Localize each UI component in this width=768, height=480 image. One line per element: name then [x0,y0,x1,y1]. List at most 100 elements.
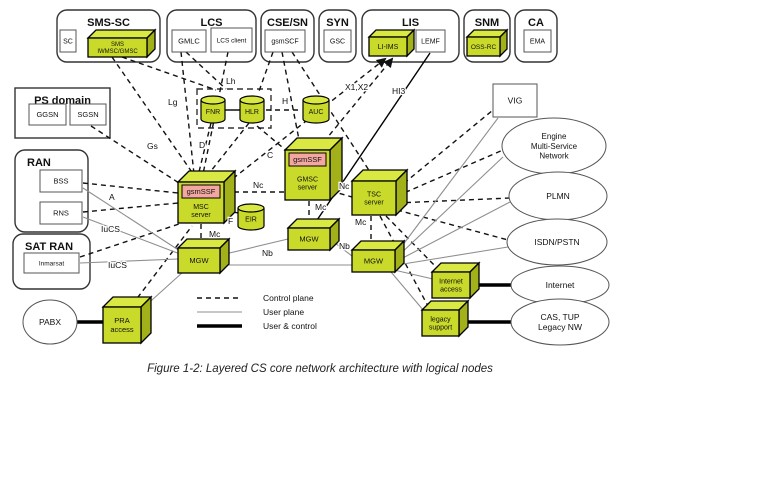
node-label: MGW [364,257,384,266]
node-label: AUC [309,109,324,116]
edge-tsc-server-to-plmn [396,197,511,204]
li-ims-front [368,36,408,57]
edge-fnr-to-msc-server [197,122,212,177]
edge-mgw-right-to-vig [395,117,499,255]
edge-mgw-right-to-legacy-support [390,271,425,312]
node-label: SMS [111,42,124,48]
node-label: BSS [53,177,68,186]
ggsn-box [28,103,67,126]
interface-label-h: H [282,96,288,106]
node-lemf: LEMF [415,29,446,53]
interface-label-c: C [267,150,273,160]
figure-caption: Figure 1-2: Layered CS core network arch… [147,363,493,375]
node-label: VIG [508,95,523,105]
node-oss-rc: OSS-RC [465,28,509,58]
interface-label-a: A [109,192,115,202]
edge-gsmscf-to-gmsc-server [281,51,302,151]
node-label: EMA [530,38,546,45]
interface-label-nc: Nc [253,180,264,190]
node-label: Legacy NW [538,322,582,332]
node-label: legacy [430,316,451,323]
group-title-lcs: LCS [201,17,223,29]
interface-label-mc: Mc [315,202,327,212]
gmsc-server-tag-label: gsmSSF [293,155,322,164]
interface-label-mc: Mc [355,217,367,227]
node-mgw-center: MGW [286,217,341,252]
edge-rns-to-mgw-left [82,216,181,255]
interface-label-mc: Mc [209,229,221,239]
auc-body [302,100,330,124]
legend-label-control: Control plane [263,293,314,303]
mgw-left-front [177,247,221,274]
group-title-ran: RAN [27,157,51,169]
node-hlr: HLR [239,95,265,124]
node-internet: Internet [510,265,610,305]
edge-sms-iwmsc-gmsc-to-fnr-hlr-frame [121,56,217,91]
node-label: SC [63,38,73,45]
edge-tsc-server-to-engine-msn [396,149,504,197]
edge-gmlc-to-msc-server [180,51,195,175]
gmsc-server-gsmssf-tag [288,152,327,167]
edge-sms-iwmsc-gmsc-to-msc-server [111,56,197,179]
legend-label-both: User & control [263,321,317,331]
vig-box [492,83,538,118]
node-auc: AUC [302,95,330,124]
node-vig: VIG [492,83,538,118]
edge-bss-to-msc-server [82,182,179,194]
edge-mgw-right-to-engine-msn [396,156,504,258]
interface-label-nb: Nb [339,241,350,251]
interface-label-lh: Lh [226,76,236,86]
node-inmarsat: Inmarsat [23,252,80,274]
node-label: OSS-RC [471,44,497,51]
oss-rc-front [466,36,501,57]
interface-label-f: F [228,216,233,226]
gmlc-box [171,29,207,53]
node-label: FNR [206,109,220,116]
gsmscf-box [264,29,306,53]
node-label: PLMN [546,191,570,201]
node-label: LCS client [217,37,247,44]
cas-tup-ellipse [510,298,610,346]
group-title-syn: SYN [326,17,349,29]
node-label: access [440,287,462,294]
node-li-ims: LI-IMS [367,28,416,58]
node-gsmscf: gsmSCF [264,29,306,53]
group-title-snm: SNM [475,17,499,29]
edge-lcs-client-to-msc-server [202,51,229,175]
node-label: PRA [114,316,129,325]
mgw-right-front [351,249,396,273]
edge-rns-to-msc-server [82,202,179,213]
legend-label-user: User plane [263,307,304,317]
hlr-body [239,100,265,124]
eir-cap [237,203,265,213]
node-mgw-left: MGW [176,237,231,275]
node-label: PABX [39,317,61,327]
group-title-lis: LIS [402,17,419,29]
interface-label-lg: Lg [168,97,178,107]
node-label: IWMSC/GMSC [97,49,138,55]
node-isdn-pstn: ISDN/PSTN [506,218,608,266]
node-plmn: PLMN [508,171,608,221]
sgsn-box [69,103,107,126]
edge-mgw-right-to-plmn [396,201,511,262]
edge-pra-access-to-msc-server [131,225,193,306]
rns-box [39,201,83,225]
node-gsc: GSC [323,29,352,53]
msc-server-tag-label: gsmSSF [187,187,216,196]
node-label: Multi-Service [531,142,578,151]
fnr-cap [200,95,226,105]
ema-box [523,29,552,53]
mgw-center-front [287,227,331,251]
sms-iwmsc-gmsc-front [87,37,148,58]
interface-label-hi3: HI3 [392,86,406,96]
sms-iwmsc-gmsc-top [86,29,157,39]
edge-mgw-right-to-internet-access [393,269,434,280]
